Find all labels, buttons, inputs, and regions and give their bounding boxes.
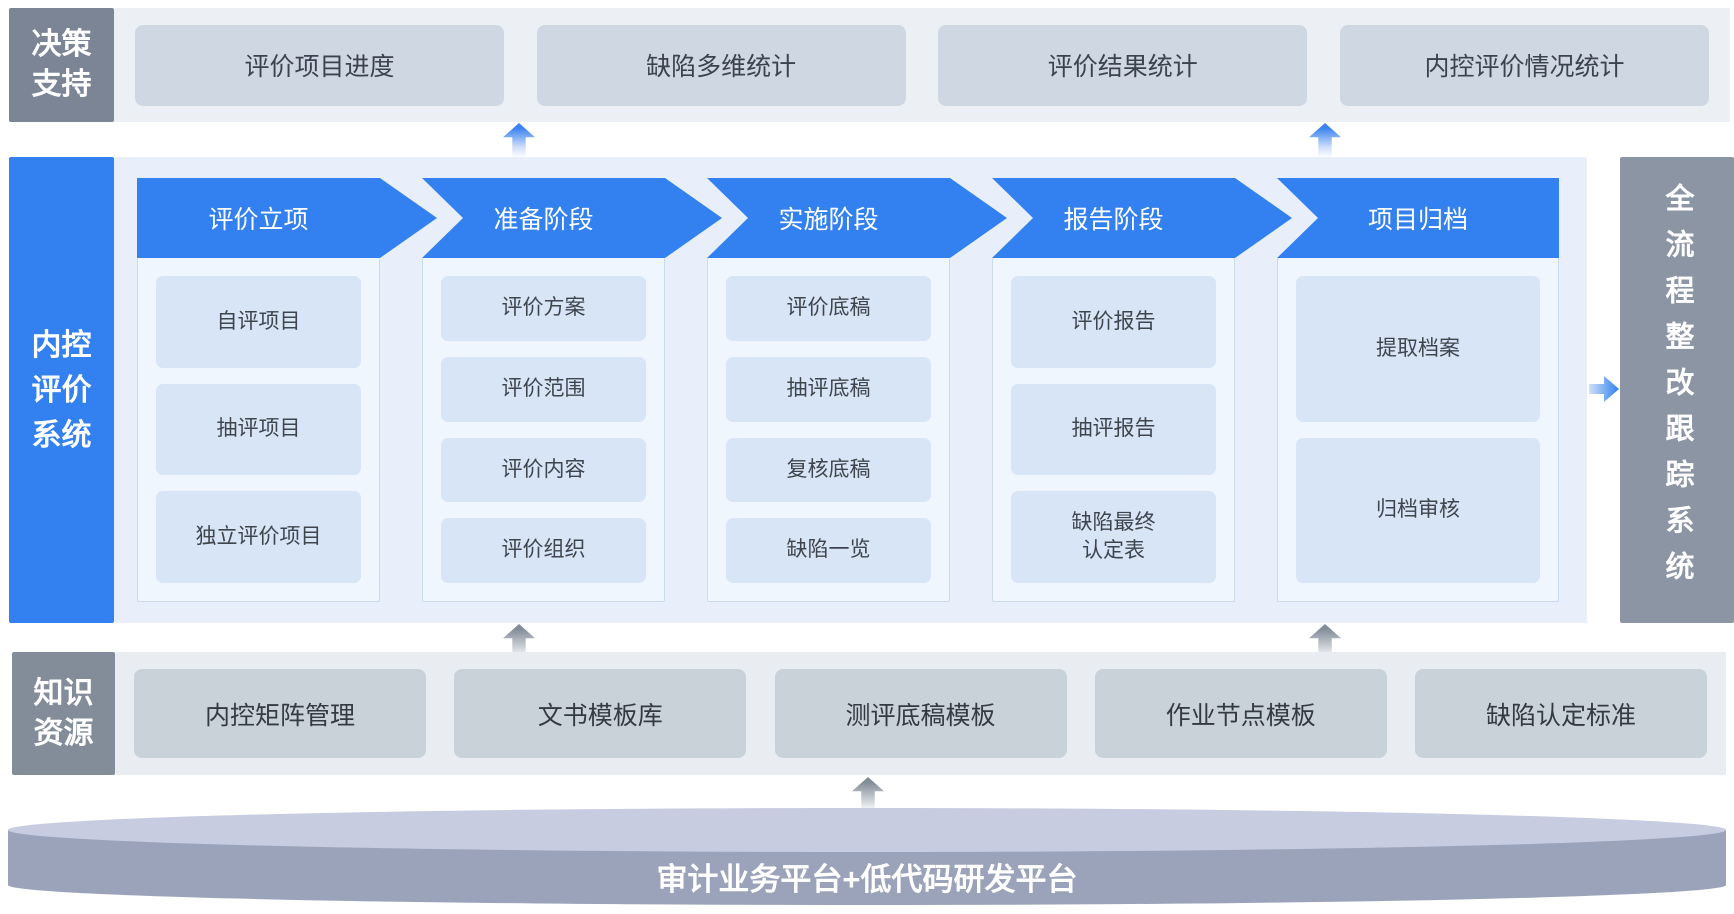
- stage-implementation: 实施阶段 评价底稿 抽评底稿 复核底稿 缺陷一览: [707, 178, 950, 602]
- stage-item: 独立评价项目: [156, 491, 361, 584]
- knowledge-section: 知识 资源 内控矩阵管理 文书模板库 测评底稿模板 作业节点模板 缺陷认定标准: [12, 652, 1726, 775]
- evaluation-stages-panel: 评价立项 自评项目 抽评项目 独立评价项目 准备阶段 评价方案 评价范围 评价内…: [114, 157, 1587, 623]
- stage-preparation: 准备阶段 评价方案 评价范围 评价内容 评价组织: [422, 178, 665, 602]
- stage-item: 缺陷最终 认定表: [1011, 491, 1216, 584]
- evaluation-system-label: 内控 评价 系统: [9, 157, 114, 623]
- stage-body: 评价报告 抽评报告 缺陷最终 认定表: [992, 258, 1235, 602]
- stage-body: 自评项目 抽评项目 独立评价项目: [137, 258, 380, 602]
- stage-item: 抽评底稿: [726, 356, 931, 422]
- stage-item: 提取档案: [1296, 276, 1540, 422]
- platform-cylinder-top: [8, 808, 1726, 852]
- stage-body: 评价方案 评价范围 评价内容 评价组织: [422, 258, 665, 602]
- stage-archiving: 项目归档 提取档案 归档审核: [1277, 178, 1559, 602]
- knowledge-label: 知识 资源: [12, 652, 115, 775]
- stage-item: 评价内容: [441, 437, 646, 503]
- stage-header: 项目归档: [1277, 178, 1559, 258]
- knowledge-box-matrix: 内控矩阵管理: [134, 669, 426, 758]
- rectification-system-label: 全流程整改跟踪系统: [1620, 157, 1734, 623]
- stage-item: 自评项目: [156, 276, 361, 368]
- stage-item: 抽评项目: [156, 383, 361, 476]
- stage-header: 报告阶段: [992, 178, 1292, 258]
- knowledge-box-workpaper-templates: 测评底稿模板: [774, 669, 1067, 758]
- stage-header: 准备阶段: [422, 178, 722, 258]
- stage-project-initiation: 评价立项 自评项目 抽评项目 独立评价项目: [137, 178, 380, 602]
- stage-item: 评价组织: [441, 518, 646, 583]
- stage-item: 评价方案: [441, 276, 646, 341]
- decision-box-defect-stats: 缺陷多维统计: [536, 24, 906, 106]
- knowledge-row: 内控矩阵管理 文书模板库 测评底稿模板 作业节点模板 缺陷认定标准: [115, 652, 1726, 775]
- stage-body: 评价底稿 抽评底稿 复核底稿 缺陷一览: [707, 258, 950, 602]
- stage-header: 实施阶段: [707, 178, 1007, 258]
- platform-cylinder: 审计业务平台+低代码研发平台: [8, 808, 1726, 905]
- stage-item: 评价底稿: [726, 276, 931, 341]
- stage-item: 归档审核: [1296, 437, 1540, 583]
- stage-item: 复核底稿: [726, 437, 931, 503]
- decision-support-label: 决策 支持: [9, 8, 114, 122]
- stage-item: 评价报告: [1011, 276, 1216, 368]
- decision-support-row: 评价项目进度 缺陷多维统计 评价结果统计 内控评价情况统计: [114, 8, 1730, 122]
- up-arrow-icon: [1309, 123, 1341, 157]
- knowledge-box-defect-standards: 缺陷认定标准: [1415, 669, 1707, 758]
- knowledge-box-worknode-templates: 作业节点模板: [1094, 669, 1387, 758]
- stage-item: 抽评报告: [1011, 383, 1216, 476]
- stage-header: 评价立项: [137, 178, 437, 258]
- decision-box-project-progress: 评价项目进度: [135, 24, 504, 106]
- decision-support-section: 决策 支持 评价项目进度 缺陷多维统计 评价结果统计 内控评价情况统计: [9, 8, 1730, 122]
- stage-body: 提取档案 归档审核: [1277, 258, 1559, 602]
- decision-box-internal-control-stats: 内控评价情况统计: [1339, 24, 1709, 106]
- evaluation-system-section: 内控 评价 系统 评价立项 自评项目 抽评项目 独立评价项目 准备阶段 评价方案…: [9, 157, 1734, 623]
- platform-label: 审计业务平台+低代码研发平台: [656, 862, 1078, 897]
- stage-item: 评价范围: [441, 356, 646, 422]
- decision-box-result-stats: 评价结果统计: [938, 24, 1308, 106]
- up-arrow-icon: [852, 777, 884, 811]
- knowledge-box-document-templates: 文书模板库: [454, 669, 747, 758]
- stage-reporting: 报告阶段 评价报告 抽评报告 缺陷最终 认定表: [992, 178, 1235, 602]
- up-arrow-icon: [503, 123, 535, 157]
- stage-item: 缺陷一览: [726, 518, 931, 583]
